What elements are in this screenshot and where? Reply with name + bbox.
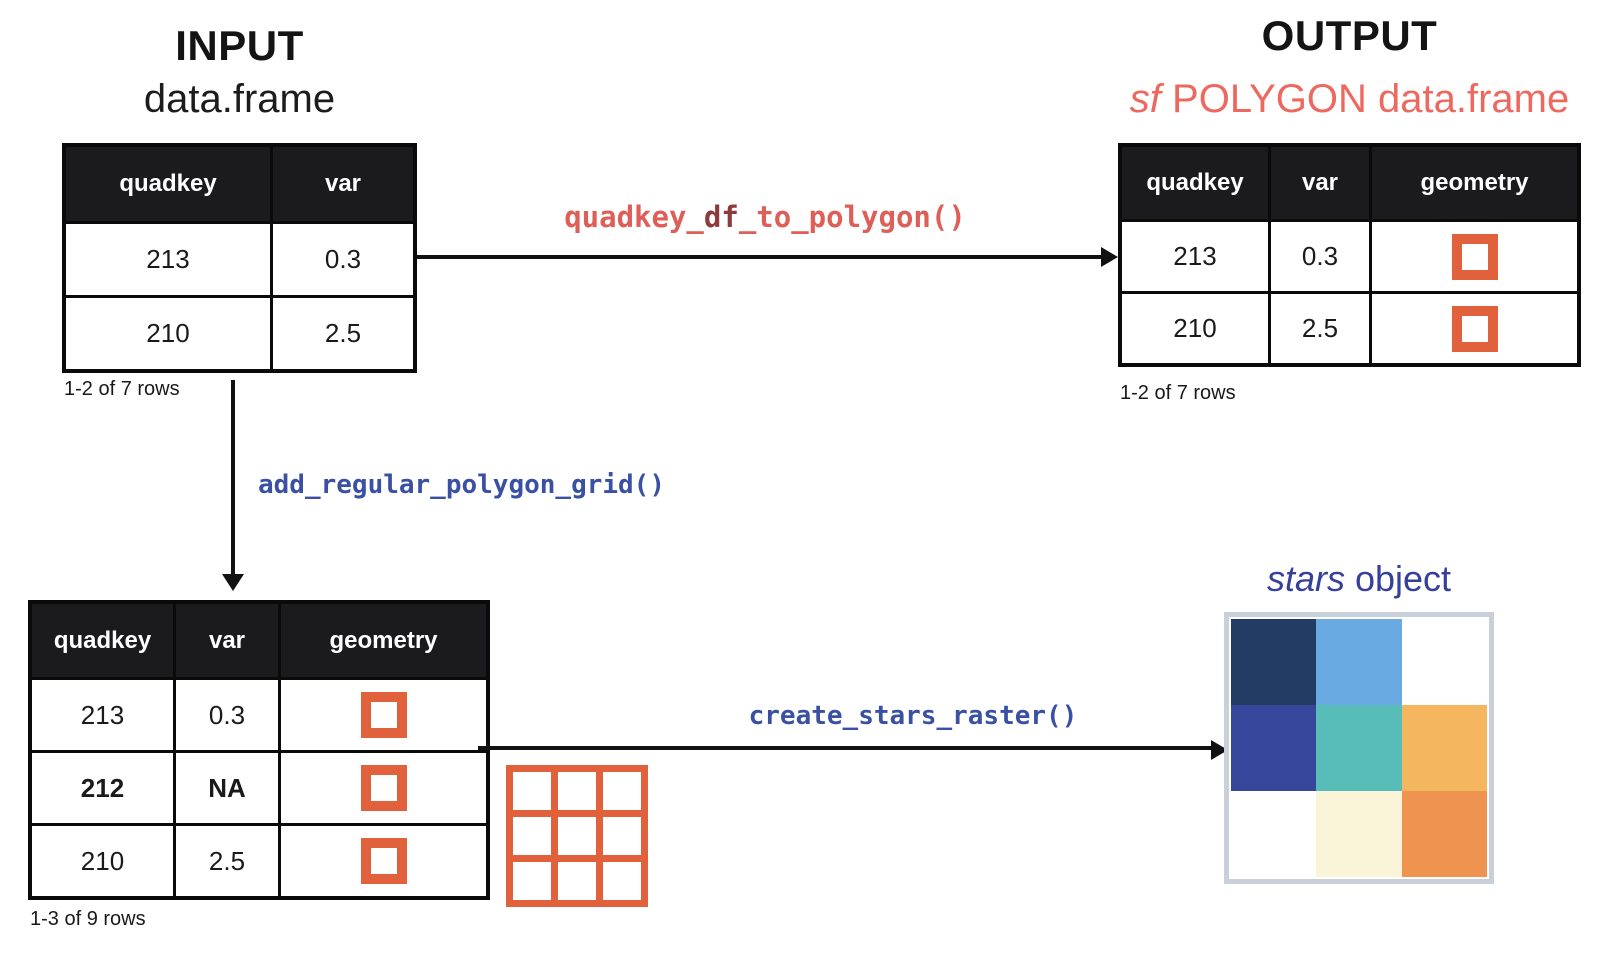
output-subtitle: sf POLYGON data.frame [1098, 78, 1601, 120]
raster-cell [1401, 619, 1487, 705]
polygon-grid-table: quadkey var geometry 213 0.3 212 NA 210 … [28, 600, 490, 900]
header-cell: var [173, 604, 278, 677]
geometry-cell [278, 750, 486, 823]
header-cell: quadkey [32, 604, 173, 677]
arrow-create-raster-head [1211, 740, 1228, 760]
grid-cell [558, 862, 596, 900]
table-cell: 210 [66, 295, 270, 369]
arrow-to-polygon-head [1101, 247, 1118, 267]
polygon-icon [1451, 233, 1498, 280]
input-table: quadkey var 213 0.3 210 2.5 [62, 143, 417, 373]
grid-cell [603, 772, 641, 810]
header-cell: quadkey [1122, 147, 1268, 219]
arrow-create-raster-line [478, 746, 1213, 750]
grid-cell [603, 817, 641, 855]
input-title: INPUT [175, 22, 304, 69]
output-subtitle-rest: POLYGON data.frame [1160, 77, 1570, 121]
raster-cell [1316, 619, 1402, 705]
header-cell: var [270, 147, 413, 221]
fn-label-part-df: df [703, 200, 739, 234]
polygon-icon [1451, 305, 1498, 352]
raster-cell [1401, 705, 1487, 791]
table-cell: 213 [66, 221, 270, 295]
geometry-cell [278, 823, 486, 896]
grid-cell [513, 817, 551, 855]
grid-cell [558, 817, 596, 855]
output-subtitle-sf: sf [1129, 77, 1161, 121]
table-cell: 2.5 [270, 295, 413, 369]
fn-add-regular-polygon-grid-label: add_regular_polygon_grid() [258, 470, 665, 500]
grid-cell [513, 862, 551, 900]
raster-cell [1231, 705, 1317, 791]
raster-cell [1316, 705, 1402, 791]
raster-cell [1401, 791, 1487, 877]
grid-table-caption: 1-3 of 9 rows [30, 908, 146, 930]
header-cell: geometry [278, 604, 486, 677]
grid-cell [603, 862, 641, 900]
raster-cell [1231, 791, 1317, 877]
arrow-add-grid-line [231, 380, 235, 576]
fn-label-part: quadkey_ [564, 200, 704, 234]
fn-create-stars-raster-label: create_stars_raster() [748, 701, 1078, 731]
fn-quadkey-df-to-polygon-label: quadkey_df_to_polygon() [465, 200, 1065, 234]
table-cell: 212 [32, 750, 173, 823]
table-cell: 0.3 [173, 677, 278, 750]
raster-cell [1231, 619, 1317, 705]
polygon-grid-icon [506, 765, 648, 907]
stars-title-rest: object [1344, 558, 1452, 599]
table-cell: 213 [32, 677, 173, 750]
table-cell: NA [173, 750, 278, 823]
table-cell: 210 [1122, 291, 1268, 363]
table-cell: 210 [32, 823, 173, 896]
output-table: quadkey var geometry 213 0.3 210 2.5 [1118, 143, 1581, 367]
geometry-cell [1369, 219, 1577, 291]
output-table-caption: 1-2 of 7 rows [1120, 382, 1236, 404]
output-title: OUTPUT [1261, 12, 1438, 59]
table-cell: 2.5 [1268, 291, 1369, 363]
polygon-icon [360, 692, 407, 738]
table-cell: 0.3 [1268, 219, 1369, 291]
table-cell: 2.5 [173, 823, 278, 896]
grid-cell [558, 772, 596, 810]
stars-title-italic: stars [1266, 558, 1345, 599]
polygon-icon [360, 838, 407, 884]
geometry-cell [1369, 291, 1577, 363]
stars-raster [1224, 612, 1494, 884]
geometry-cell [278, 677, 486, 750]
input-subtitle: data.frame [143, 77, 336, 121]
arrow-to-polygon-line [417, 255, 1104, 259]
header-cell: quadkey [66, 147, 270, 221]
fn-label-part: _to_polygon() [738, 200, 966, 234]
raster-cell [1316, 791, 1402, 877]
arrow-add-grid-head [222, 574, 244, 591]
grid-cell [513, 772, 551, 810]
table-cell: 213 [1122, 219, 1268, 291]
polygon-icon [360, 765, 407, 811]
header-cell: geometry [1369, 147, 1577, 219]
table-cell: 0.3 [270, 221, 413, 295]
input-table-caption: 1-2 of 7 rows [64, 378, 180, 400]
header-cell: var [1268, 147, 1369, 219]
stars-object-title: stars object [1224, 558, 1494, 600]
